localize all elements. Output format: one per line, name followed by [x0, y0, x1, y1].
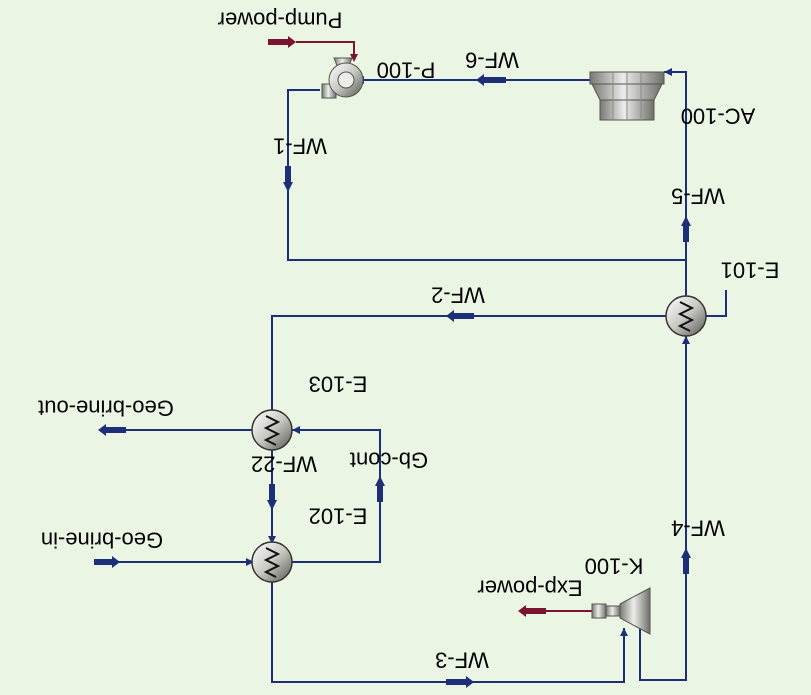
- arrow-icon: [267, 484, 277, 510]
- label-wf-22: WF-22: [251, 452, 317, 477]
- arrow-icon: [476, 74, 506, 86]
- energy-streams: [268, 36, 592, 617]
- stream-line-wf2[interactable]: [271, 290, 727, 412]
- expander-icon[interactable]: [591, 587, 651, 635]
- arrow-icon: [375, 476, 385, 502]
- heat-exchanger-icon[interactable]: [251, 409, 293, 451]
- stream-line-wf1[interactable]: [287, 89, 687, 298]
- label-e-102: E-102: [309, 504, 368, 529]
- stream-direction-markers: [94, 74, 691, 688]
- label-e-101: E-101: [721, 258, 780, 283]
- label-wf-3: WF-3: [435, 648, 489, 673]
- label-k-100: K-100: [585, 554, 644, 579]
- arrow-icon: [446, 310, 474, 322]
- heat-exchanger-icon[interactable]: [665, 295, 707, 337]
- energy-stream-exp-power[interactable]: [518, 605, 592, 617]
- labels: Pump-power P-100 WF-6 AC-100 WF-1 WF-5 E…: [38, 8, 779, 673]
- label-pump-power: Pump-power: [218, 8, 343, 33]
- label-p-100: P-100: [377, 58, 436, 83]
- label-geo-brine-out: Geo-brine-out: [38, 396, 174, 421]
- arrow-icon: [681, 548, 691, 574]
- heat-exchanger-icon[interactable]: [251, 541, 293, 583]
- arrow-icon: [446, 676, 474, 688]
- pump-icon[interactable]: [321, 57, 364, 99]
- label-wf-4: WF-4: [671, 516, 725, 541]
- energy-stream-pump-power[interactable]: [268, 36, 358, 62]
- stream-lines: [94, 71, 727, 683]
- label-ac-100: AC-100: [681, 104, 756, 129]
- arrow-icon: [283, 166, 293, 192]
- label-geo-brine-in: Geo-brine-in: [41, 528, 163, 553]
- label-e-103: E-103: [309, 372, 368, 397]
- arrow-icon: [681, 216, 691, 242]
- air-cooler-icon[interactable]: [589, 71, 665, 121]
- label-wf-6: WF-6: [465, 48, 519, 73]
- stream-line-wf5[interactable]: [664, 71, 687, 260]
- arrow-icon: [98, 424, 126, 436]
- stream-line-wf4[interactable]: [639, 336, 687, 681]
- label-wf-5: WF-5: [671, 184, 725, 209]
- arrow-icon: [94, 556, 120, 568]
- label-gb-cont: Gb-cont: [350, 448, 428, 473]
- label-wf-1: WF-1: [273, 134, 327, 159]
- label-wf-2: WF-2: [431, 283, 485, 308]
- label-exp-power: Exp-power: [477, 576, 582, 601]
